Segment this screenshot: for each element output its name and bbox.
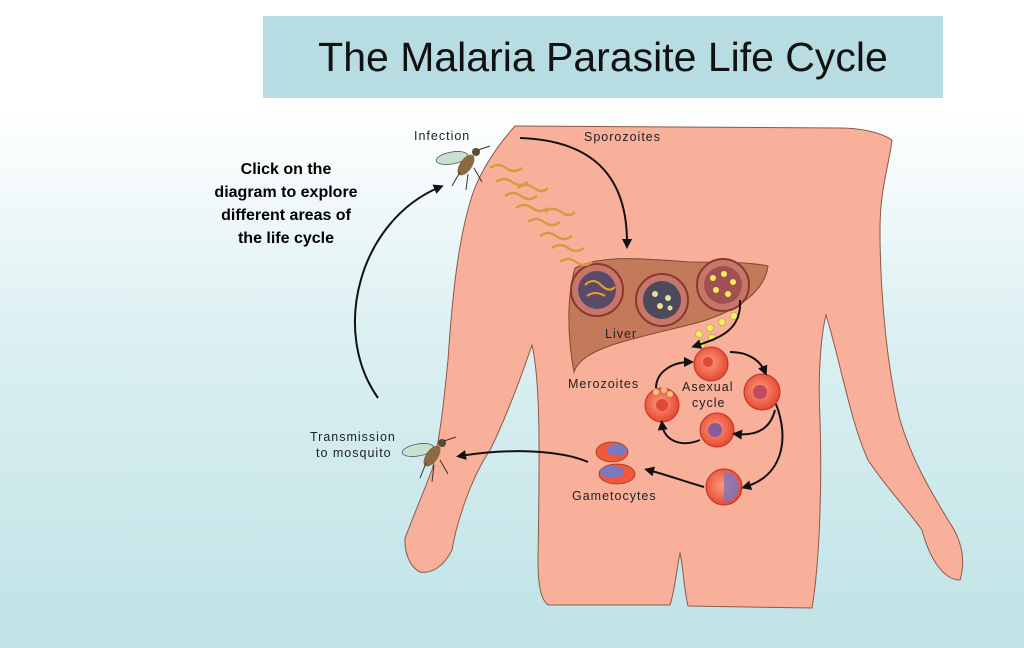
arrow-infection-to-liver <box>519 137 633 249</box>
label-sporozoites: Sporozoites <box>584 130 661 144</box>
rbc-right[interactable] <box>743 373 781 411</box>
human-body <box>404 125 964 609</box>
label-merozoites: Merozoites <box>568 377 639 391</box>
page-title: The Malaria Parasite Life Cycle <box>318 33 888 80</box>
rbc-gametocyte-developing[interactable] <box>705 468 743 506</box>
arrow-to-mosquito <box>456 450 589 463</box>
instructions-line: the life cycle <box>237 230 335 247</box>
label-cycle: cycle <box>692 396 725 410</box>
arrow-mosquito-to-infection <box>354 184 444 399</box>
label-gametocytes: Gametocytes <box>572 489 657 503</box>
rbc-left[interactable] <box>644 387 680 423</box>
arrow-cycle-1 <box>729 351 768 376</box>
label-transmission: Transmission <box>310 430 396 444</box>
label-asexual: Asexual <box>682 380 733 394</box>
liver-cell-3[interactable] <box>696 258 750 312</box>
title-banner: The Malaria Parasite Life Cycle <box>263 16 943 98</box>
instructions-text: Click on the diagram to explore differen… <box>190 158 382 250</box>
arrow-to-gametocyte-cell <box>741 403 784 491</box>
arrow-liver-to-blood <box>691 299 742 349</box>
arrow-to-gametocytes <box>644 466 705 488</box>
instructions-line: diagram to explore <box>214 184 358 201</box>
instructions-line: different areas of <box>221 207 351 224</box>
arrow-cycle-4 <box>655 357 694 389</box>
sporozoites[interactable] <box>489 163 593 267</box>
mosquito-transmission-icon[interactable] <box>401 436 457 483</box>
mosquito-infection-icon[interactable] <box>435 145 491 191</box>
arrow-cycle-3 <box>657 420 701 445</box>
arrow-cycle-2 <box>732 409 776 440</box>
rbc-top[interactable] <box>693 346 729 382</box>
rbc-bottom[interactable] <box>699 412 735 448</box>
gametocytes[interactable] <box>595 441 636 485</box>
liver-cell-1[interactable] <box>570 263 624 317</box>
label-to-mosquito: to mosquito <box>316 446 392 460</box>
liver-cell-2[interactable] <box>635 273 689 327</box>
label-liver: Liver <box>605 327 637 341</box>
label-infection: Infection <box>414 129 470 143</box>
instructions-line: Click on the <box>240 161 332 178</box>
